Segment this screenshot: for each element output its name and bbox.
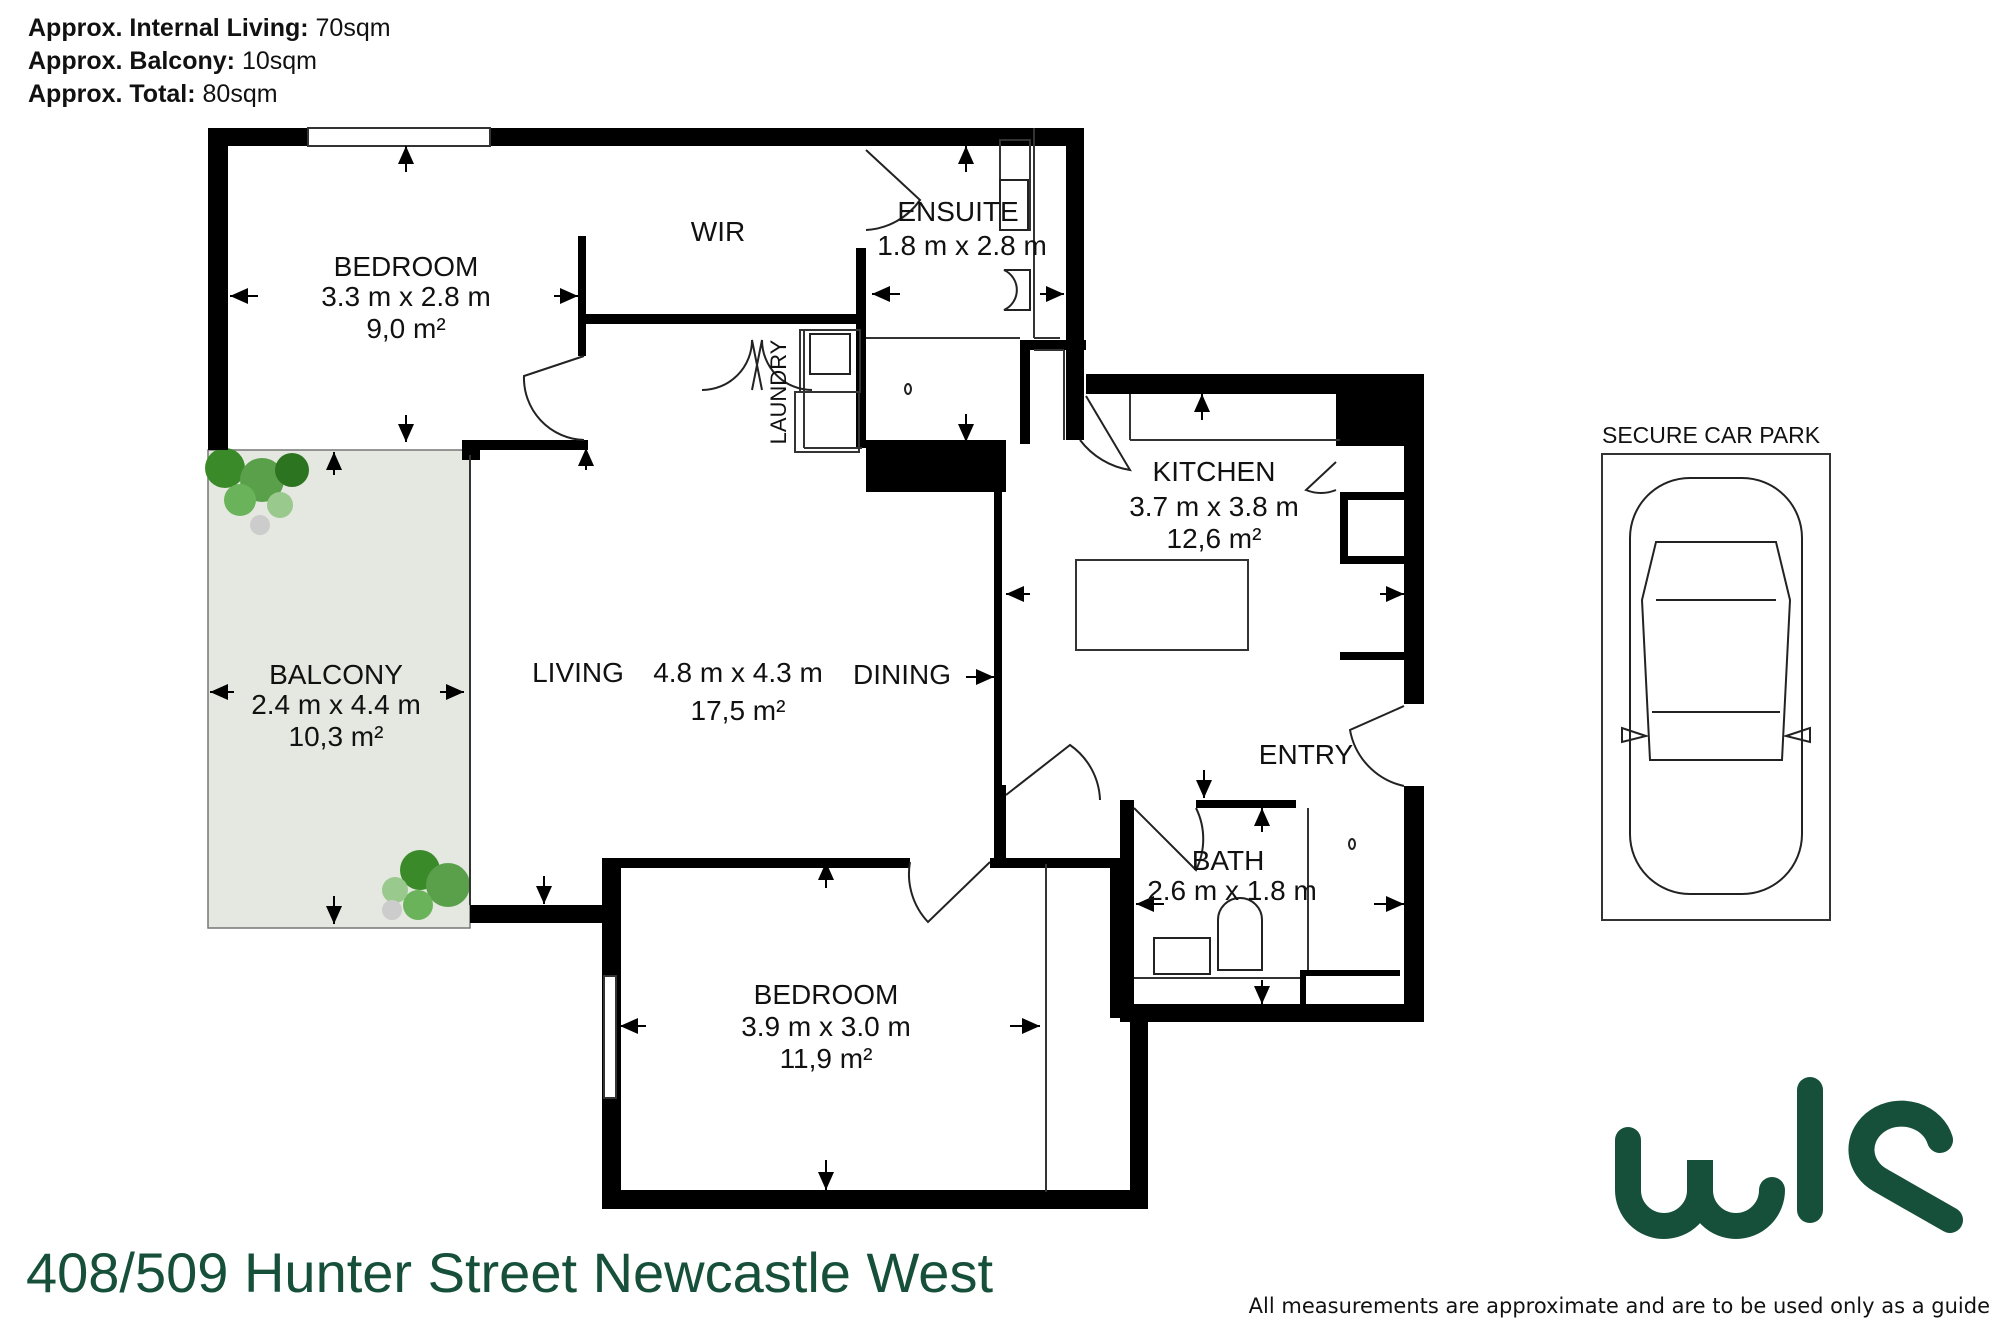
car-park-title: SECURE CAR PARK bbox=[1602, 422, 1821, 448]
kitchen-name: KITCHEN bbox=[1153, 456, 1276, 487]
balcony-dims: 2.4 m x 4.4 m bbox=[251, 689, 421, 720]
bedroom2-dims: 3.9 m x 3.0 m bbox=[741, 1011, 911, 1042]
ensuite-name: ENSUITE bbox=[897, 196, 1018, 227]
wls-logo bbox=[1615, 1077, 1963, 1239]
property-address: 408/509 Hunter Street Newcastle West bbox=[26, 1241, 994, 1304]
bath-dims: 2.6 m x 1.8 m bbox=[1147, 875, 1317, 906]
wir-name: WIR bbox=[691, 216, 745, 247]
balcony-name: BALCONY bbox=[269, 659, 403, 690]
shower-icon bbox=[904, 383, 1356, 850]
area-balcony: Approx. Balcony: 10sqm bbox=[28, 47, 317, 75]
kitchen-area: 12,6 m² bbox=[1167, 523, 1262, 554]
disclaimer: All measurements are approximate and are… bbox=[1248, 1294, 1990, 1318]
area-internal: Approx. Internal Living: 70sqm bbox=[28, 14, 391, 42]
balcony-area: 10,3 m² bbox=[289, 721, 384, 752]
living-name: LIVING bbox=[532, 657, 624, 688]
kitchen-dims: 3.7 m x 3.8 m bbox=[1129, 491, 1299, 522]
living-dims: 4.8 m x 4.3 m bbox=[653, 657, 823, 688]
plant-icon bbox=[382, 850, 470, 920]
dimension-arrows bbox=[210, 146, 1404, 1190]
area-summary: Approx. Internal Living: 70sqm Approx. B… bbox=[28, 12, 391, 111]
bedroom1-name: BEDROOM bbox=[334, 251, 479, 282]
car-icon bbox=[1621, 477, 1811, 895]
walls bbox=[208, 128, 1424, 1209]
toilet-icon bbox=[1003, 269, 1263, 971]
living-area: 17,5 m² bbox=[691, 695, 786, 726]
laundry-name: LAUNDRY bbox=[766, 339, 791, 444]
bedroom2-area: 11,9 m² bbox=[780, 1043, 873, 1074]
entry-name: ENTRY bbox=[1259, 739, 1354, 770]
bedroom2-name: BEDROOM bbox=[754, 979, 899, 1010]
room-labels: BEDROOM 3.3 m x 2.8 m 9,0 m² WIR ENSUITE… bbox=[251, 196, 1353, 1074]
plant-icon bbox=[205, 448, 309, 535]
area-total: Approx. Total: 80sqm bbox=[28, 80, 278, 108]
bedroom1-area: 9,0 m² bbox=[366, 313, 445, 344]
bedroom1-dims: 3.3 m x 2.8 m bbox=[321, 281, 491, 312]
sink-icon bbox=[809, 179, 1211, 975]
bath-name: BATH bbox=[1192, 845, 1265, 876]
ensuite-dims: 1.8 m x 2.8 m bbox=[877, 230, 1047, 261]
door-swings bbox=[522, 149, 1405, 924]
dining-name: DINING bbox=[853, 659, 951, 690]
